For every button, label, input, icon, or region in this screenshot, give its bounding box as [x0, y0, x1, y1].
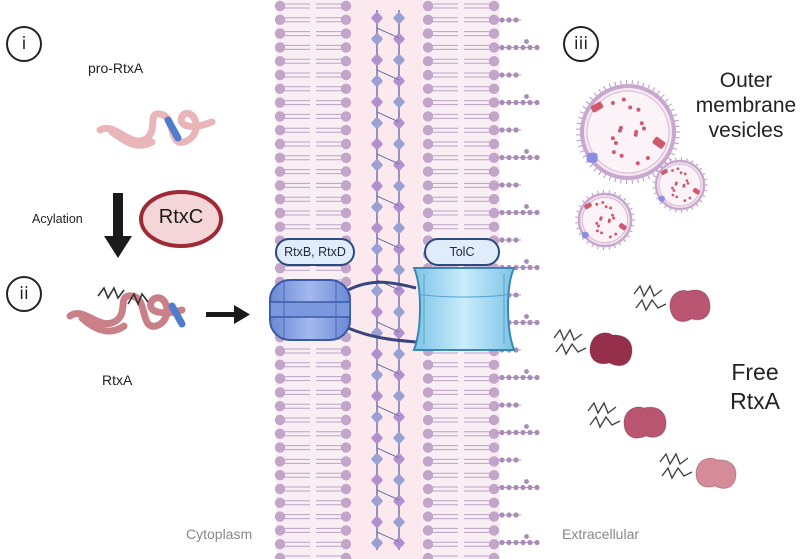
rtxc-enzyme — [139, 190, 223, 248]
step-iii-marker: iii — [563, 26, 599, 62]
vesicle — [576, 80, 680, 184]
acylation-arrow — [104, 193, 132, 258]
free-rtxa-molecule — [633, 284, 711, 323]
free-rtxa-label: Free RtxA — [730, 359, 780, 414]
outer-membrane-vesicles — [575, 80, 708, 250]
free-rtxa-molecule — [659, 452, 737, 489]
lipopolysaccharide — [496, 17, 540, 546]
rtxa-protein — [66, 286, 186, 335]
step-ii-marker: ii — [6, 276, 42, 312]
rtxb-rtxd-label: RtxB, RtxD — [275, 238, 355, 266]
cytoplasm-label: Cytoplasm — [186, 526, 253, 542]
pro-rtxa-label: pro-RtxA — [88, 60, 144, 76]
tolc-label: TolC — [424, 238, 500, 266]
rtxb-rtxd-transporter — [269, 279, 417, 344]
free-rtxa-molecules — [553, 284, 737, 489]
acyl-chain — [127, 292, 149, 307]
secretion-arrow — [206, 305, 250, 324]
omv-label: Outer membrane vesicles — [695, 69, 797, 142]
free-rtxa-molecule — [587, 401, 667, 439]
acyl-chain — [97, 286, 125, 300]
pro-rtxa-tag — [164, 116, 182, 142]
rtxa-tag — [168, 302, 186, 328]
extracellular-label: Extracellular — [562, 526, 640, 542]
acylation-label: Acylation — [32, 212, 83, 226]
rtxa-label: RtxA — [102, 372, 133, 388]
vesicle — [652, 157, 708, 213]
step-i-marker: i — [6, 26, 42, 62]
peptidoglycan-layer — [371, 10, 405, 550]
tolc-channel — [412, 267, 516, 351]
pro-rtxa-protein — [96, 109, 216, 149]
rtxc-label: RtxC — [158, 206, 204, 228]
free-rtxa-molecule — [553, 328, 633, 367]
vesicle — [575, 190, 635, 250]
